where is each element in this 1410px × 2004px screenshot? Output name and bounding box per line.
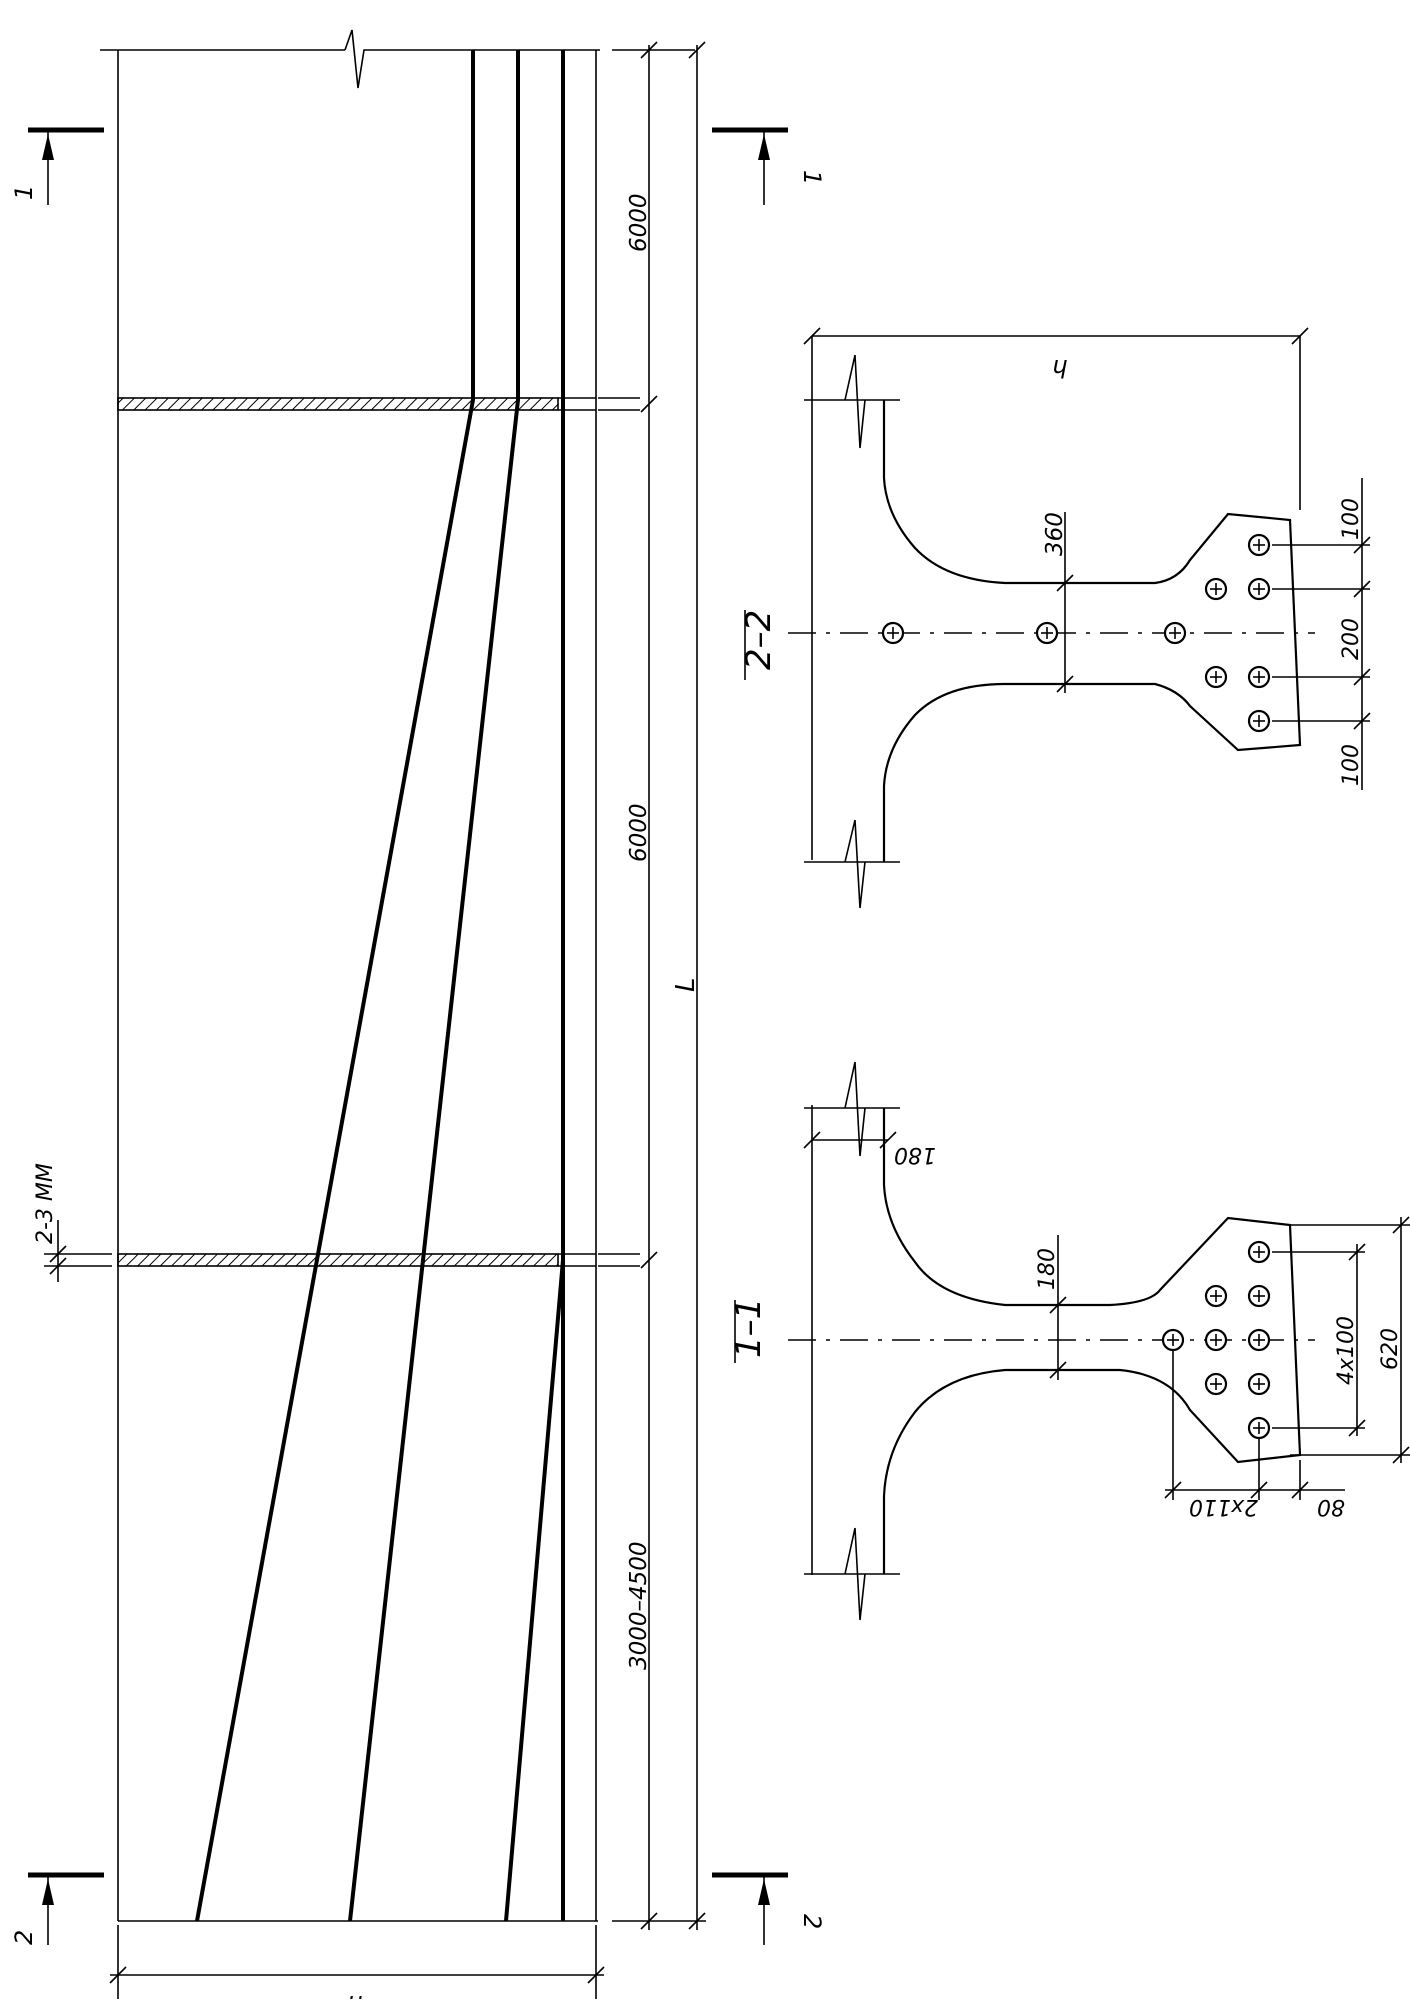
dim-seg-bottom: 3000–4500	[626, 1541, 652, 1670]
cut-marker-2-right: 2	[712, 1872, 826, 1945]
cut-marker-2-left: 2	[10, 1872, 104, 1945]
s11-dim-hpitch: 2x110	[1189, 1494, 1258, 1519]
s11-dim-pitch: 4x100	[1334, 1316, 1359, 1385]
splice-plate-lower	[117, 1253, 559, 1267]
svg-text:1: 1	[10, 185, 38, 200]
s11-dim-total: 620	[1378, 1328, 1403, 1370]
section-2-2: 2–2 h	[739, 327, 1371, 909]
splice-plate-upper	[117, 397, 559, 411]
s22-dim-pitch-bot: 100	[1339, 744, 1364, 786]
s11-dim-web: 180	[1035, 1248, 1060, 1290]
dim-total: L	[671, 978, 701, 993]
bolt-group-2-2	[881, 533, 1271, 733]
rail-line-3	[504, 50, 565, 1922]
rail-line-2	[348, 50, 520, 1922]
svg-text:2: 2	[10, 1930, 38, 1945]
s22-dim-pitch-mid: 200	[1339, 618, 1364, 660]
section-1-1: 1–1 180 180	[729, 1061, 1410, 1621]
main-elevation: 6000 6000 3000–4500 L h 2-3 MM	[33, 29, 706, 2004]
bolt-group-1-1	[1161, 1240, 1271, 1440]
cut-marker-1-right: 1	[712, 127, 826, 205]
dim-seg-mid: 6000	[626, 803, 652, 862]
svg-text:1: 1	[798, 170, 826, 185]
dim-gap: 2-3 MM	[33, 1163, 58, 1244]
s22-dim-pitch-top: 100	[1339, 498, 1364, 540]
s11-dim-flange: 180	[894, 1142, 936, 1167]
cut-marker-1-left: 1	[10, 127, 104, 205]
rail-line-1	[195, 50, 475, 1922]
s11-dim-edge: 80	[1317, 1494, 1345, 1519]
dim-width-bottom: h	[347, 1990, 362, 1999]
s22-dim-width: h	[1052, 354, 1067, 382]
dim-seg-top: 6000	[626, 193, 652, 252]
s22-dim-web: 360	[1042, 512, 1068, 556]
svg-text:2: 2	[798, 1914, 826, 1929]
